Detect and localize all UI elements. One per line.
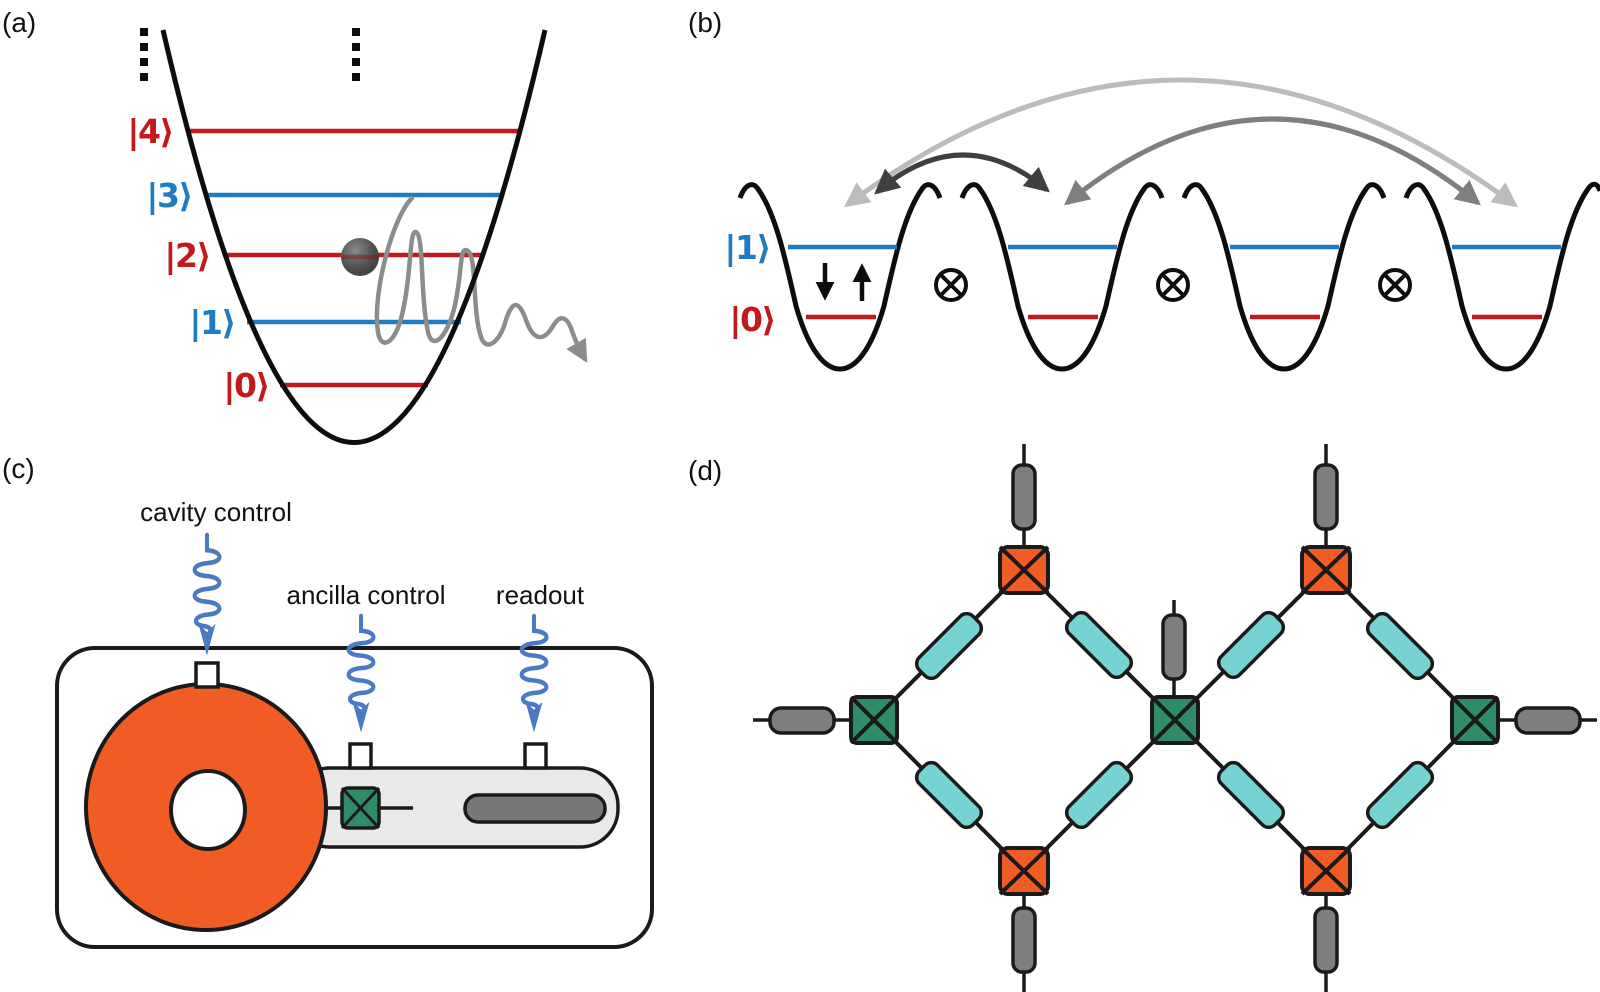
readout-resonator-bar — [463, 793, 607, 824]
photon-emission-squiggle-arrow — [374, 195, 588, 363]
panel-b-label: (b) — [688, 7, 722, 38]
cavity-port — [194, 661, 220, 689]
ancilla-control-label: ancilla control — [287, 580, 446, 610]
cavity-node-green-right — [1450, 695, 1500, 745]
cavity-donut — [84, 682, 328, 932]
harmonic-potential-curve — [160, 29, 548, 445]
coupler-bar-5 — [914, 760, 984, 830]
ket-label-2: |2⟩ — [164, 236, 210, 275]
ancilla-qubit-box — [340, 786, 381, 830]
coupler-bar-6 — [1064, 760, 1134, 830]
panel-c: (c) cavity control ancilla control — [2, 453, 654, 949]
cavity-control-label: cavity control — [140, 497, 292, 527]
well-3 — [1181, 182, 1387, 372]
panel-a: (a) |4⟩ |3⟩ |2⟩ |1⟩ |0⟩ — [2, 7, 588, 445]
coupling-arc-far-light — [843, 77, 1519, 208]
ancilla-node-orange-bottom-left — [998, 846, 1050, 896]
cavity-node-green-center — [1150, 695, 1200, 745]
ket-label-zero: |0⟩ — [729, 300, 775, 339]
coupler-bar-8 — [1365, 760, 1435, 830]
ancilla-port — [348, 742, 373, 770]
coupler-bar-3 — [1216, 610, 1286, 680]
readout-port — [523, 742, 548, 770]
port-stub-right — [1514, 706, 1582, 735]
well-4 — [1403, 181, 1600, 372]
tensor-product-icon-3 — [1378, 268, 1412, 302]
ket-label-0: |0⟩ — [223, 366, 269, 405]
well-1 — [737, 182, 943, 372]
port-stub-bottom-left — [1011, 906, 1037, 974]
coupler-bar-4 — [1365, 611, 1435, 681]
tensor-product-icon-2 — [1156, 268, 1190, 302]
ancilla-node-orange-top-right — [1300, 545, 1352, 595]
panel-a-label: (a) — [2, 7, 36, 38]
ket-label-1: |1⟩ — [189, 303, 235, 342]
tensor-product-icon-1 — [934, 268, 968, 302]
panel-c-label: (c) — [2, 453, 35, 484]
panel-d-label: (d) — [688, 455, 722, 486]
ket-label-4: |4⟩ — [127, 112, 173, 151]
coupling-arc-next-mid — [1064, 116, 1481, 206]
readout-label: readout — [496, 580, 585, 610]
ancilla-node-orange-top-left — [998, 545, 1050, 595]
ellipsis-dots-center — [352, 28, 360, 81]
panel-b: (b) |1⟩ |0⟩ — [688, 7, 1600, 372]
cavity-node-green-left — [849, 695, 899, 745]
cavity-pulse-arrow-icon — [195, 535, 220, 656]
ket-label-3: |3⟩ — [146, 176, 192, 215]
ancilla-node-orange-bottom-right — [1300, 846, 1352, 896]
ket-label-one: |1⟩ — [724, 228, 770, 267]
panel-d: (d) — [688, 444, 1597, 992]
well-2 — [959, 182, 1165, 372]
coupler-bar-7 — [1216, 760, 1286, 830]
ellipsis-dots-left — [140, 28, 148, 81]
coupling-arc-near-dark — [874, 152, 1050, 195]
port-stub-bottom-right — [1313, 906, 1339, 974]
particle-ball — [341, 238, 379, 276]
coupler-bar-1 — [914, 611, 984, 681]
port-stub-center — [1161, 613, 1187, 681]
port-stub-top-left — [1011, 463, 1037, 531]
coupler-bar-2 — [1064, 610, 1134, 680]
port-stub-top-right — [1313, 463, 1339, 531]
port-stub-left — [768, 706, 836, 735]
